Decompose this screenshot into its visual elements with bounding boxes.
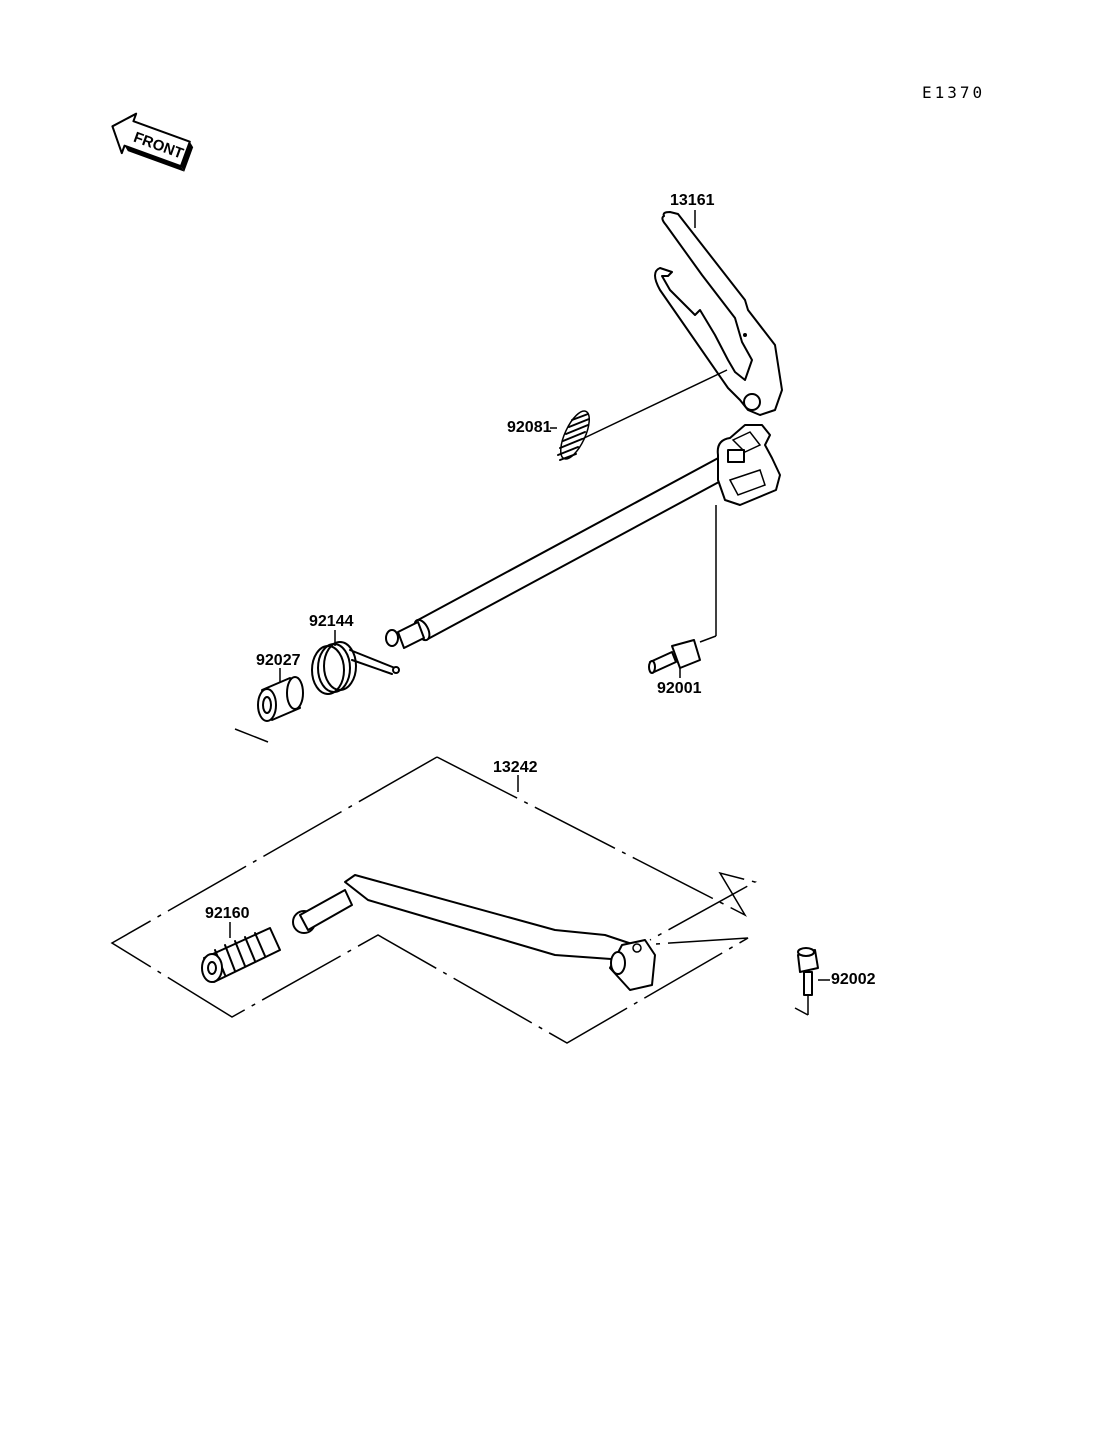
part-label-92081: 92081 bbox=[507, 419, 552, 436]
part-label-92002: 92002 bbox=[831, 971, 876, 988]
part-label-13242: 13242 bbox=[493, 759, 538, 776]
part-label-92160: 92160 bbox=[205, 905, 250, 922]
front-arrow-icon: FRONT bbox=[111, 112, 194, 172]
part-label-92001: 92001 bbox=[657, 680, 702, 697]
part-label-92144: 92144 bbox=[309, 613, 354, 630]
pedal-rubber-92160 bbox=[201, 922, 281, 983]
spring-92081 bbox=[550, 369, 728, 461]
collar-92027 bbox=[234, 668, 304, 743]
return-spring-92144 bbox=[311, 630, 400, 695]
part-label-92027: 92027 bbox=[256, 652, 301, 669]
shift-shaft bbox=[385, 424, 781, 649]
pin-bolt-92001 bbox=[648, 639, 701, 678]
bolt-92002 bbox=[794, 947, 830, 1016]
shift-arm-bracket-13161 bbox=[654, 210, 783, 416]
shift-pedal-13242 bbox=[110, 756, 758, 1044]
diagram-code: E1370 bbox=[922, 83, 986, 102]
part-label-13161: 13161 bbox=[670, 192, 715, 209]
